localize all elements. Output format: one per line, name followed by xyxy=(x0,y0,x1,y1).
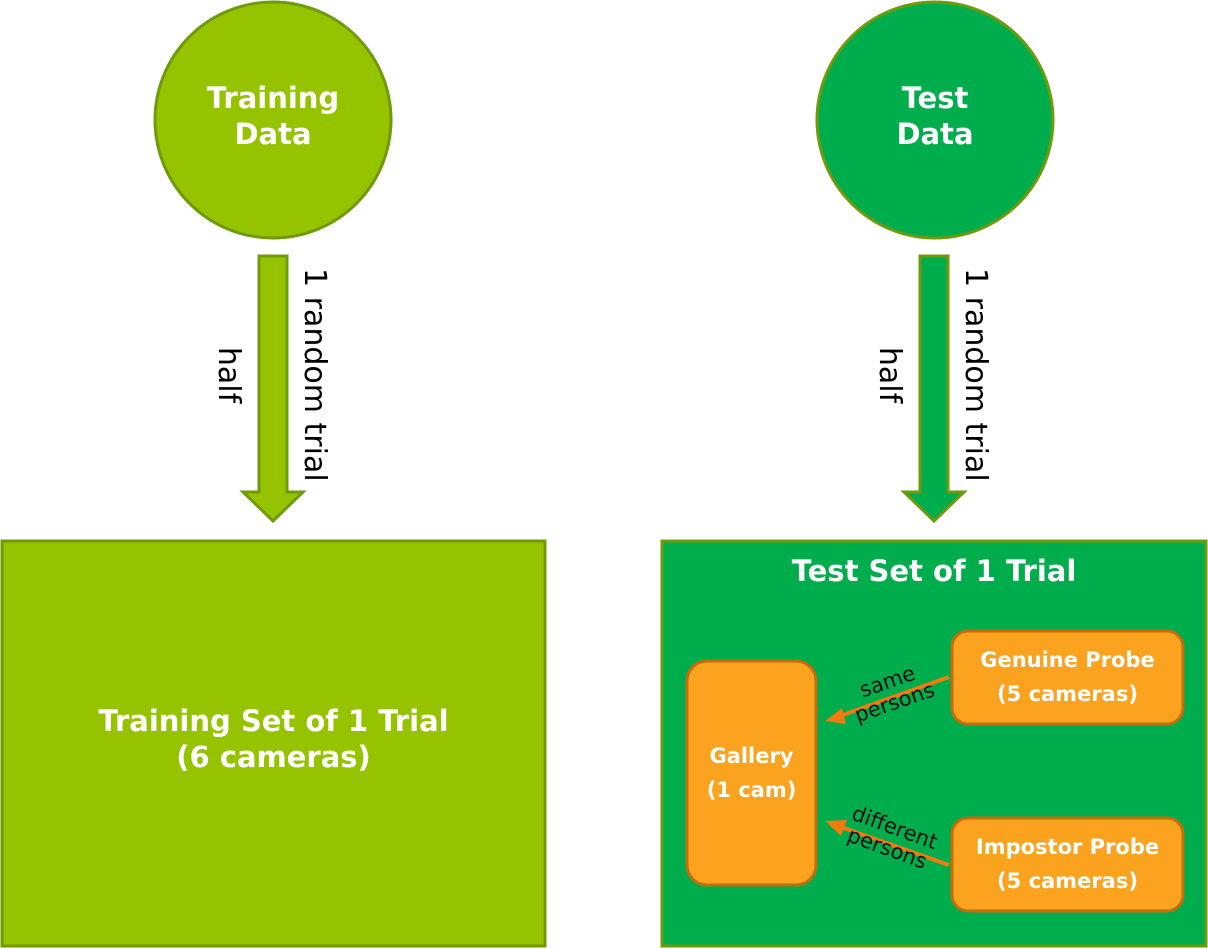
right-arrow-label-half: half xyxy=(872,346,907,404)
test-data-node xyxy=(815,0,1055,240)
test-data-line2: Data xyxy=(896,117,974,152)
test-set-title: Test Set of 1 Trial xyxy=(791,554,1077,588)
training-data-line2: Data xyxy=(234,117,312,152)
left-arrow-label-half: half xyxy=(211,346,246,404)
genuine-arrowhead xyxy=(825,708,846,724)
training-set-line1: Training Set of 1 Trial xyxy=(98,704,449,738)
training-data-node xyxy=(153,0,393,240)
genuine-probe-line1: Genuine Probe xyxy=(980,648,1155,672)
gallery-label: Gallery (1 cam) xyxy=(687,740,816,807)
left-split-arrow xyxy=(239,254,307,524)
genuine-probe-line2: (5 cameras) xyxy=(997,681,1138,706)
impostor-to-gallery-edge xyxy=(840,825,950,867)
impostor-probe-line2: (5 cameras) xyxy=(997,868,1138,893)
impostor-probe-label: Impostor Probe (5 cameras) xyxy=(952,831,1183,898)
training-set-node xyxy=(0,539,547,948)
training-set-label: Training Set of 1 Trial (6 cameras) xyxy=(2,703,545,776)
left-arrow-label-trial: 1 random trial xyxy=(297,268,332,482)
gallery-node xyxy=(685,659,818,887)
impostor-arrowhead xyxy=(825,820,847,836)
genuine-probe-label: Genuine Probe (5 cameras) xyxy=(952,644,1183,711)
impostor-probe-node xyxy=(950,816,1185,913)
right-split-arrow xyxy=(900,254,968,524)
genuine-probe-node xyxy=(950,629,1185,726)
training-data-line1: Training xyxy=(206,81,340,115)
gallery-line1: Gallery xyxy=(709,744,794,768)
impostor-probe-line1: Impostor Probe xyxy=(975,835,1160,859)
right-arrow-label-trial: 1 random trial xyxy=(958,268,993,482)
gallery-line2: (1 cam) xyxy=(706,777,797,802)
test-data-line1: Test xyxy=(901,81,969,115)
test-data-label: Test Data xyxy=(835,80,1035,153)
genuine-to-gallery-edge xyxy=(839,675,950,718)
training-data-label: Training Data xyxy=(173,80,373,153)
training-set-line2: (6 cameras) xyxy=(176,740,371,775)
